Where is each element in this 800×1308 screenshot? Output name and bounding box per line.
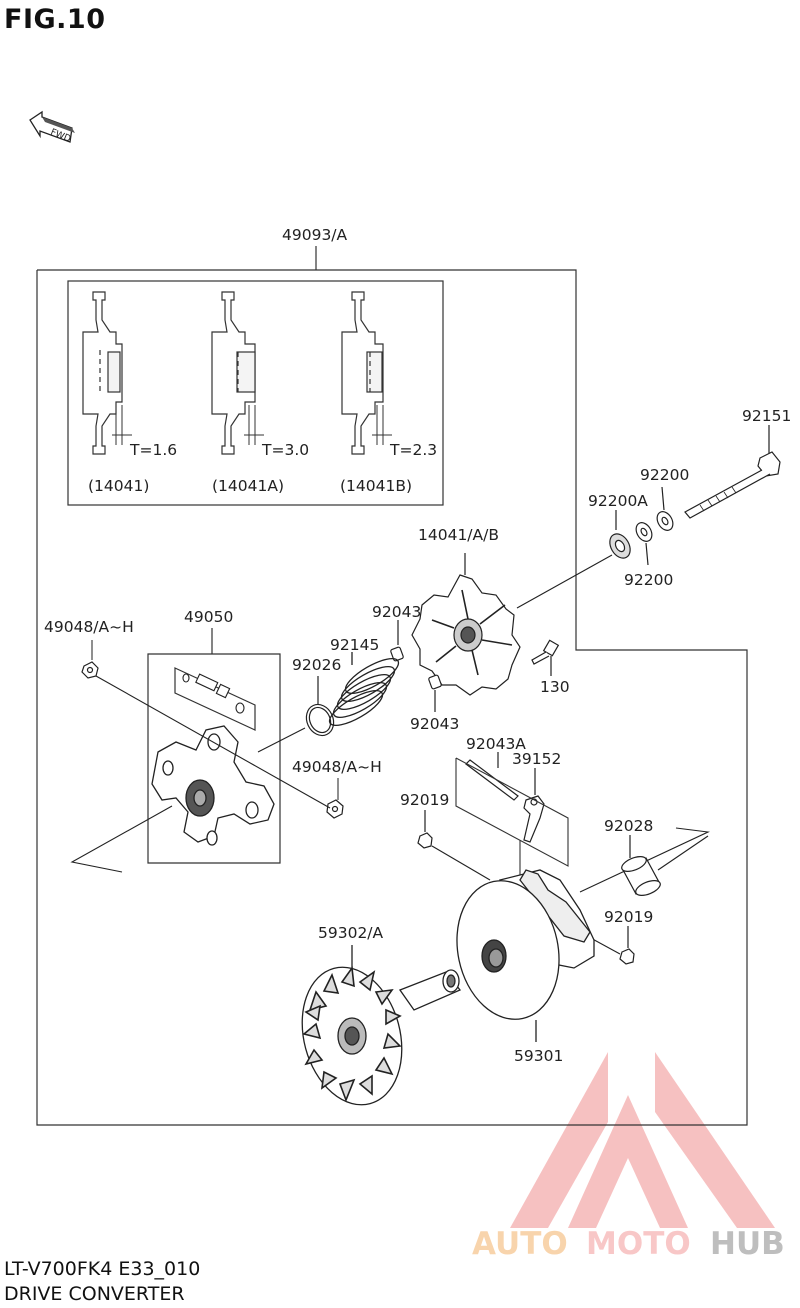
shim-14041b	[341, 291, 392, 455]
nut-49048-right	[326, 799, 344, 819]
shim-14041-part: (14041)	[88, 477, 149, 495]
pin-92043a	[465, 752, 519, 801]
watermark-text-moto: MOTO	[586, 1226, 691, 1262]
fixed-sheave-59302	[301, 945, 462, 1106]
shim-14041a-thickness: T=3.0	[261, 441, 309, 459]
label-92151: 92151	[742, 407, 791, 425]
flyweight-arm-49050	[151, 725, 275, 846]
label-14041: 14041/A/B	[418, 526, 499, 544]
label-49050: 49050	[184, 608, 233, 626]
forward-arrow-icon: FWD	[29, 110, 75, 145]
label-92200a: 92200A	[588, 492, 648, 510]
shim-14041	[82, 291, 132, 455]
bushing-92028	[621, 835, 661, 896]
nut-92019-left	[417, 810, 433, 849]
pin-frame	[455, 757, 569, 878]
label-92026: 92026	[292, 656, 341, 674]
shim-14041a-part: (14041A)	[212, 477, 284, 495]
arm-39152	[523, 768, 545, 843]
label-92019-right: 92019	[604, 908, 653, 926]
label-92028: 92028	[604, 817, 653, 835]
label-59302: 59302/A	[318, 924, 384, 942]
label-59301: 59301	[514, 1047, 563, 1065]
spider-14041	[411, 553, 521, 696]
shim-14041-thickness: T=1.6	[129, 441, 177, 459]
watermark-text-auto: AUTO	[472, 1226, 568, 1262]
watermark-logo: AUTO MOTO HUB	[472, 1052, 785, 1262]
spring-92145	[328, 652, 400, 726]
pin-92043-bottom	[428, 674, 442, 712]
label-92043-top: 92043	[372, 603, 421, 621]
shim-panel: T=1.6 (14041) T=3.0 (14041A) T=2.3 (1404…	[67, 280, 444, 506]
label-92145: 92145	[330, 636, 379, 654]
assembly-outline	[36, 246, 748, 1126]
figure-description: DRIVE CONVERTER	[4, 1283, 185, 1305]
bearing-92200a	[609, 510, 631, 559]
bolt-92151	[684, 425, 781, 519]
figure-code: LT-V700FK4 E33_010	[4, 1258, 201, 1280]
washer-92200-bottom	[635, 522, 653, 566]
nut-92019-right	[619, 926, 635, 965]
leader-92019-left	[431, 845, 491, 881]
label-130: 130	[540, 678, 570, 696]
label-49093: 49093/A	[282, 226, 348, 244]
washer-92200-top	[656, 486, 674, 531]
pin-92043-top	[390, 620, 404, 662]
shim-14041b-part: (14041B)	[340, 477, 412, 495]
label-49048-left: 49048/A~H	[44, 618, 134, 636]
weight-kit-parts	[182, 673, 245, 714]
shim-14041b-thickness: T=2.3	[389, 441, 437, 459]
label-92200-bottom: 92200	[624, 571, 673, 589]
watermark-text-hub: HUB	[710, 1226, 785, 1262]
label-49048-right: 49048/A~H	[292, 758, 382, 776]
label-92019-left: 92019	[400, 791, 449, 809]
assembly-axis-lines	[70, 675, 710, 893]
sheave-59301	[456, 869, 595, 1042]
label-92043-bottom: 92043	[410, 715, 459, 733]
shim-14041a	[211, 291, 264, 455]
nut-49048-left	[81, 661, 99, 679]
screw-130	[531, 639, 560, 676]
figure-title: FIG.10	[4, 4, 106, 35]
label-39152: 39152	[512, 750, 561, 768]
leader-bolt-axis	[516, 554, 613, 609]
ring-92026	[305, 676, 335, 737]
label-92200-top: 92200	[640, 466, 689, 484]
label-92043a: 92043A	[466, 735, 526, 753]
